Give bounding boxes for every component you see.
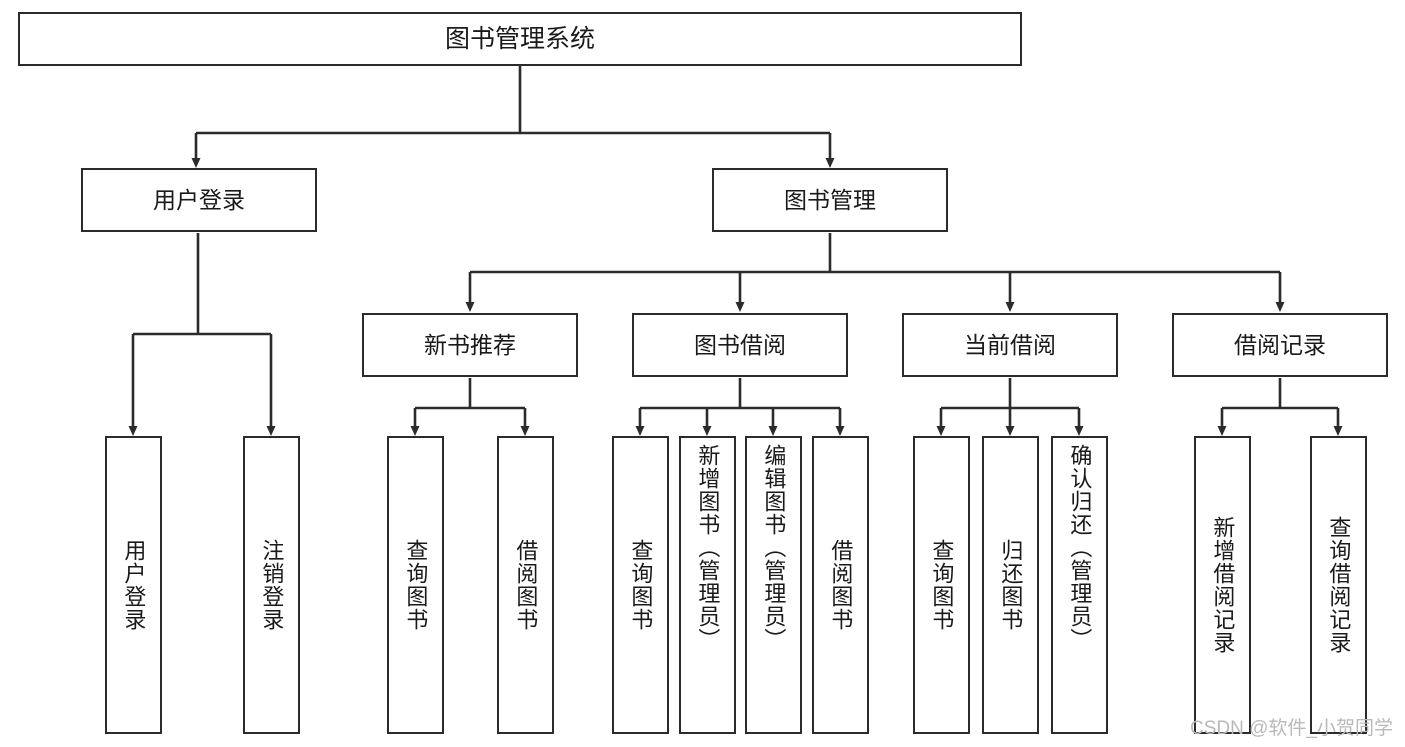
leaf-book-borrow-add[interactable]: 新增图书（管理员） [679,436,736,734]
node-borrow-record-label: 借阅记录 [1234,331,1326,358]
leaf-current-borrow-return-label: 归还图书 [998,539,1024,631]
node-user-login-label: 用户登录 [153,186,245,213]
leaf-current-borrow-confirm[interactable]: 确认归还（管理员） [1051,436,1108,734]
node-book-manage[interactable]: 图书管理 [712,168,948,232]
leaf-book-borrow-query[interactable]: 查询图书 [612,436,669,734]
leaf-user-login-logout-label: 注销登录 [259,539,285,631]
leaf-book-borrow-edit-label: 编辑图书（管理员） [761,444,787,651]
node-new-book-recommend-label: 新书推荐 [424,331,516,358]
leaf-user-login-login-label: 用户登录 [121,539,147,631]
leaf-current-borrow-confirm-label: 确认归还（管理员） [1067,444,1093,651]
leaf-new-book-query[interactable]: 查询图书 [387,436,444,734]
leaf-book-borrow-borrow[interactable]: 借阅图书 [812,436,869,734]
leaf-new-book-borrow-label: 借阅图书 [513,539,539,631]
node-root-system-label: 图书管理系统 [444,24,595,53]
leaf-book-borrow-edit[interactable]: 编辑图书（管理员） [745,436,802,734]
node-borrow-record[interactable]: 借阅记录 [1172,313,1388,377]
leaf-current-borrow-query-label: 查询图书 [929,539,955,631]
leaf-borrow-record-query[interactable]: 查询借阅记录 [1310,436,1367,734]
leaf-current-borrow-query[interactable]: 查询图书 [913,436,970,734]
leaf-new-book-borrow[interactable]: 借阅图书 [497,436,554,734]
leaf-book-borrow-query-label: 查询图书 [628,539,654,631]
node-book-borrow-label: 图书借阅 [694,331,786,358]
leaf-user-login-login[interactable]: 用户登录 [105,436,162,734]
node-book-manage-label: 图书管理 [784,186,876,213]
leaf-borrow-record-add[interactable]: 新增借阅记录 [1194,436,1251,734]
node-current-borrow-label: 当前借阅 [964,331,1056,358]
node-new-book-recommend[interactable]: 新书推荐 [362,313,578,377]
leaf-user-login-logout[interactable]: 注销登录 [243,436,300,734]
node-current-borrow[interactable]: 当前借阅 [902,313,1118,377]
leaf-new-book-query-label: 查询图书 [403,539,429,631]
node-root-system[interactable]: 图书管理系统 [18,12,1022,66]
node-book-borrow[interactable]: 图书借阅 [632,313,848,377]
leaf-book-borrow-add-label: 新增图书（管理员） [695,444,721,651]
node-user-login[interactable]: 用户登录 [81,168,317,232]
leaf-borrow-record-add-label: 新增借阅记录 [1210,516,1236,654]
leaf-borrow-record-query-label: 查询借阅记录 [1326,516,1352,654]
leaf-book-borrow-borrow-label: 借阅图书 [828,539,854,631]
leaf-current-borrow-return[interactable]: 归还图书 [982,436,1039,734]
